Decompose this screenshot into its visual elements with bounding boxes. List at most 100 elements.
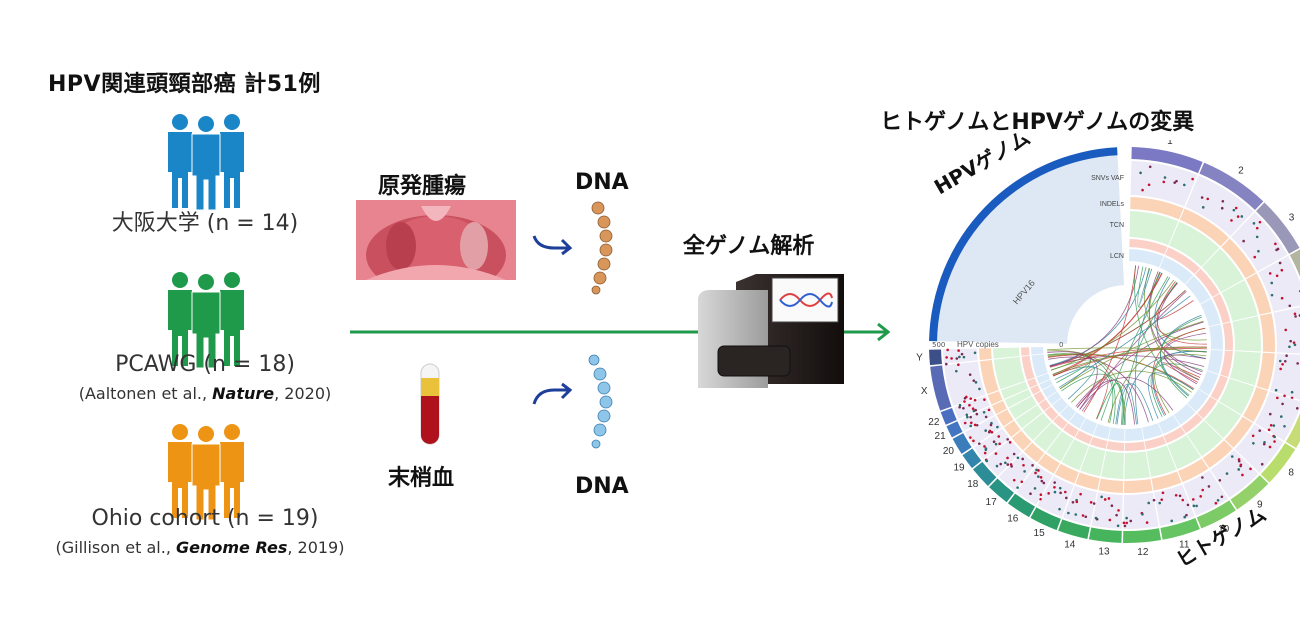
chromosome-label: 1 bbox=[1167, 140, 1173, 147]
snv-point bbox=[1241, 215, 1244, 218]
cohort-pcawg-label: PCAWG (n = 18) bbox=[60, 352, 350, 377]
snv-point bbox=[969, 425, 972, 428]
snv-point bbox=[1095, 517, 1098, 520]
snv-point bbox=[1037, 475, 1040, 478]
snv-point bbox=[988, 409, 991, 412]
snv-point bbox=[1240, 464, 1243, 467]
chromosome-label: 8 bbox=[1288, 467, 1294, 478]
cn-track-14 bbox=[1090, 437, 1107, 449]
snv-point bbox=[984, 452, 987, 455]
snv-point bbox=[1279, 262, 1282, 265]
snv-point bbox=[1040, 480, 1043, 483]
snv-point bbox=[1259, 221, 1262, 224]
chromosome-label: Y bbox=[916, 353, 923, 364]
tcn-track-Y bbox=[993, 348, 1020, 359]
snv-point bbox=[1124, 525, 1127, 528]
snv-point bbox=[961, 353, 964, 356]
snv-point bbox=[1274, 243, 1277, 246]
cohort-ohio-reference: (Gillison et al., Genome Res, 2019) bbox=[10, 538, 390, 557]
snv-point bbox=[1034, 487, 1037, 490]
snv-point bbox=[963, 356, 966, 359]
snv-point bbox=[1273, 436, 1276, 439]
snv-point bbox=[1281, 297, 1284, 300]
people-icon bbox=[163, 112, 249, 210]
snv-point bbox=[1237, 468, 1240, 471]
snv-point bbox=[998, 442, 1001, 445]
snv-point bbox=[1059, 492, 1062, 495]
chromosome-label: 2 bbox=[1238, 166, 1244, 177]
snv-point bbox=[1123, 522, 1126, 525]
snv-point bbox=[963, 400, 966, 403]
snv-point bbox=[1100, 496, 1103, 499]
snv-point bbox=[1013, 479, 1016, 482]
chromosome-label: 13 bbox=[1098, 546, 1110, 557]
snv-point bbox=[1276, 397, 1279, 400]
snv-point bbox=[1288, 304, 1291, 307]
snv-point bbox=[1009, 441, 1012, 444]
snv-point bbox=[1242, 240, 1245, 243]
lcn-track-6 bbox=[1207, 350, 1223, 374]
tumor-dna-label: DNA bbox=[575, 170, 629, 195]
snv-point bbox=[1275, 249, 1278, 252]
snv-point bbox=[1082, 514, 1085, 517]
chromosome-label: 12 bbox=[1137, 547, 1149, 558]
chromosome-13 bbox=[1089, 528, 1122, 543]
chromosome-label: X bbox=[921, 386, 928, 397]
tcn-track-12 bbox=[1124, 451, 1150, 479]
snv-point bbox=[1288, 345, 1291, 348]
snv-point bbox=[974, 424, 977, 427]
track-label: INDELs bbox=[1100, 201, 1125, 208]
snv-point bbox=[1104, 498, 1107, 501]
cohort-osaka-label: 大阪大学 (n = 14) bbox=[60, 205, 350, 237]
chromosome-label: 19 bbox=[953, 462, 965, 473]
snv-point bbox=[1053, 486, 1056, 489]
snv-point bbox=[1040, 476, 1043, 479]
snv-point bbox=[1269, 446, 1272, 449]
snv-point bbox=[993, 440, 996, 443]
snv-point bbox=[1065, 497, 1068, 500]
snv-point bbox=[1272, 424, 1275, 427]
snv-point bbox=[1253, 222, 1256, 225]
snv-point bbox=[1284, 329, 1287, 332]
snv-point bbox=[983, 411, 986, 414]
cohort-osaka bbox=[163, 112, 249, 214]
snv-point bbox=[996, 465, 999, 468]
snv-point bbox=[983, 398, 986, 401]
blood-dna-label: DNA bbox=[575, 474, 629, 499]
snv-point bbox=[1181, 499, 1184, 502]
sequencer-icon bbox=[688, 272, 858, 392]
snv-point bbox=[1235, 207, 1238, 210]
snv-point bbox=[1269, 272, 1272, 275]
snv-point bbox=[1059, 487, 1062, 490]
snv-point bbox=[1193, 505, 1196, 508]
main-title: HPV関連頭頸部癌 計51例 bbox=[48, 66, 321, 98]
snv-point bbox=[1284, 360, 1287, 363]
snv-point bbox=[1007, 463, 1010, 466]
snv-point bbox=[1279, 360, 1282, 363]
snv-point bbox=[1215, 502, 1218, 505]
snv-point bbox=[1281, 269, 1284, 272]
snv-point bbox=[1269, 413, 1272, 416]
snv-point bbox=[972, 440, 975, 443]
snv-point bbox=[1129, 520, 1132, 523]
indel-track-12 bbox=[1124, 479, 1152, 493]
snv-point bbox=[974, 351, 977, 354]
snv-point bbox=[1013, 453, 1016, 456]
snv-point bbox=[1256, 236, 1259, 239]
circos-plot: 12345678910111213141516171819202122XYHPV… bbox=[905, 140, 1300, 560]
track-label: TCN bbox=[1110, 222, 1124, 229]
snv-point bbox=[1275, 389, 1278, 392]
snv-point bbox=[1006, 457, 1009, 460]
snv-point bbox=[1268, 429, 1271, 432]
chromosome-label: 18 bbox=[967, 479, 979, 490]
snv-point bbox=[969, 397, 972, 400]
snv-point bbox=[1108, 497, 1111, 500]
snv-point bbox=[999, 463, 1002, 466]
snv-point bbox=[1148, 183, 1151, 186]
cn-track-13 bbox=[1107, 441, 1125, 451]
blood-label: 末梢血 bbox=[388, 460, 454, 492]
snv-point bbox=[1199, 495, 1202, 498]
tcn-track-13 bbox=[1101, 451, 1124, 479]
snv-point bbox=[1064, 491, 1067, 494]
snv-point bbox=[1208, 485, 1211, 488]
